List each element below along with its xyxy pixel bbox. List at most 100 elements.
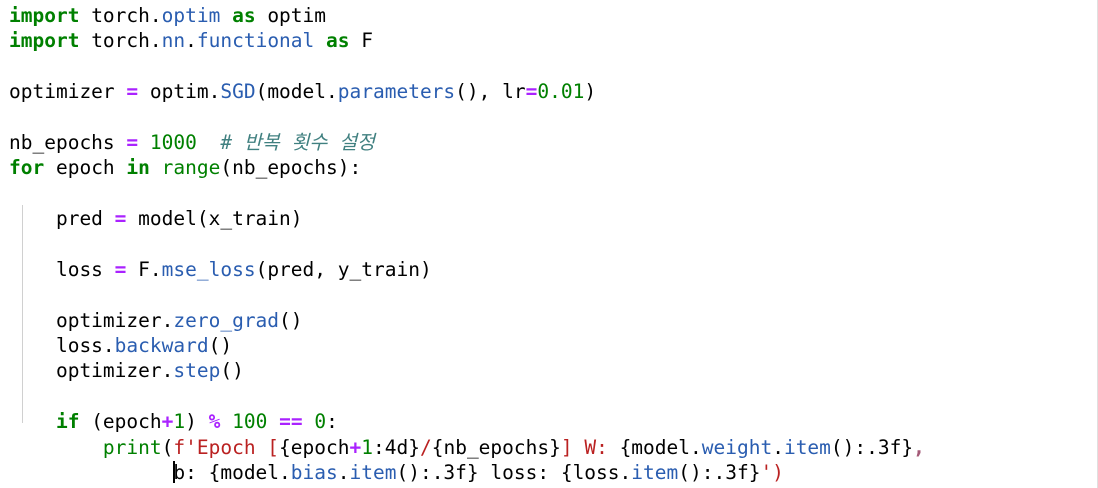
code-token: ) xyxy=(584,80,597,104)
code-line[interactable]: if (epoch+1) % 100 == 0: xyxy=(9,409,925,434)
code-line[interactable]: loss.backward() xyxy=(9,333,925,358)
code-line[interactable]: optimizer = optim.SGD(model.parameters()… xyxy=(9,79,925,104)
code-token: optimizer. xyxy=(9,308,174,332)
code-token: (pred, y_train) xyxy=(255,257,432,281)
keyword-token: import xyxy=(9,29,80,53)
code-line[interactable]: ​ xyxy=(9,282,925,307)
code-token xyxy=(9,410,56,433)
code-line[interactable]: import torch.nn.functional as F xyxy=(9,28,925,53)
code-token: optimizer xyxy=(9,80,127,104)
code-token: b: {model. xyxy=(173,461,291,485)
code-token xyxy=(220,4,232,27)
code-token: () xyxy=(220,359,244,383)
attribute-token: mse_loss xyxy=(161,257,256,281)
code-token: : xyxy=(326,410,338,434)
string-token: ] W: xyxy=(560,435,620,459)
attribute-token: parameters xyxy=(337,80,456,104)
number-token: 1 xyxy=(173,410,186,434)
code-line[interactable]: optimizer.step() xyxy=(9,358,925,383)
code-token xyxy=(314,29,326,52)
code-token: (model. xyxy=(255,80,338,104)
code-line[interactable]: print(f'Epoch [{epoch+1:4d}/{nb_epochs}]… xyxy=(9,435,925,460)
code-line[interactable]: ​ xyxy=(9,105,925,130)
code-token: F. xyxy=(126,257,162,281)
attribute-token: item xyxy=(349,461,397,485)
attribute-token: backward xyxy=(114,334,209,358)
code-token: ():.3f} xyxy=(830,435,914,459)
keyword-token: as xyxy=(326,29,350,53)
code-token: {epoch xyxy=(279,435,350,459)
code-line[interactable]: ​ xyxy=(9,181,925,206)
attribute-token: zero_grad xyxy=(173,308,280,332)
code-line[interactable]: nb_epochs = 1000 # 반복 횟수 설정 xyxy=(9,130,925,155)
number-token: 0 xyxy=(314,410,327,434)
code-token: {model. xyxy=(619,435,702,459)
operator-token: = xyxy=(114,207,127,231)
code-token xyxy=(9,436,103,459)
code-line[interactable]: ​ xyxy=(9,54,925,79)
string-token: / xyxy=(419,435,432,459)
keyword-token: import xyxy=(9,4,80,27)
attribute-token: bias xyxy=(290,461,338,485)
code-token: {nb_epochs} xyxy=(431,435,561,459)
code-token: loss xyxy=(9,257,115,281)
string-token: ') xyxy=(760,461,784,485)
code-token: pred xyxy=(9,207,115,231)
keyword-token: as xyxy=(232,4,256,27)
code-token xyxy=(9,461,173,484)
code-token: F xyxy=(349,29,373,53)
code-token: optimizer. xyxy=(9,359,174,383)
operator-token: == xyxy=(279,410,303,434)
code-line[interactable]: loss = F.mse_loss(pred, y_train) xyxy=(9,257,925,282)
code-line[interactable]: import torch.optim as optim xyxy=(9,3,925,28)
code-token xyxy=(197,131,220,154)
attribute-token: item xyxy=(631,461,679,485)
code-token: . xyxy=(185,29,197,53)
code-line[interactable]: ​ xyxy=(9,384,925,409)
indent-guide xyxy=(22,205,23,423)
code-token xyxy=(138,131,150,154)
code-token: loss. xyxy=(9,334,115,358)
code-line[interactable]: for epoch in range(nb_epochs): xyxy=(9,155,925,180)
code-token: . xyxy=(772,435,784,459)
attribute-token: nn xyxy=(161,29,186,53)
number-token: 1 xyxy=(361,435,373,459)
code-line[interactable]: optimizer.zero_grad() xyxy=(9,308,925,333)
code-token: torch. xyxy=(79,4,162,27)
code-token: torch. xyxy=(79,29,162,53)
keyword-token: if xyxy=(55,410,80,434)
code-token: :4d} xyxy=(373,435,420,459)
string-token: , xyxy=(913,435,925,459)
code-line[interactable]: pred = model(x_train) xyxy=(9,206,925,231)
code-token: model(x_train) xyxy=(126,207,303,231)
attribute-token: functional xyxy=(196,29,315,53)
code-token xyxy=(303,410,315,433)
operator-token: = xyxy=(114,257,127,281)
operator-token: = xyxy=(525,80,538,104)
attribute-token: optim xyxy=(161,4,221,27)
attribute-token: step xyxy=(173,359,221,383)
number-token: 100 xyxy=(232,410,268,434)
number-token: 1000 xyxy=(149,130,197,154)
code-token: . xyxy=(337,461,350,485)
operator-token: = xyxy=(126,130,139,154)
operator-token: = xyxy=(126,80,139,104)
number-token: 0.01 xyxy=(537,80,585,104)
builtin-token: range xyxy=(161,156,221,180)
code-token: optim. xyxy=(138,80,221,104)
operator-token: + xyxy=(349,435,362,459)
code-token xyxy=(267,410,279,433)
code-line[interactable]: ​ xyxy=(9,232,925,257)
code-token: (epoch xyxy=(79,410,162,434)
code-token: ( xyxy=(161,435,174,459)
builtin-token: print xyxy=(102,435,162,459)
code-token: optim xyxy=(255,4,327,27)
operator-token: % xyxy=(208,410,221,434)
keyword-token: in xyxy=(126,156,150,180)
code-token: (), lr xyxy=(455,80,526,104)
text-cursor xyxy=(173,461,176,484)
code-token: ) xyxy=(185,410,209,434)
code-line[interactable]: b: {model.bias.item():.3f} loss: {loss.i… xyxy=(9,460,925,485)
